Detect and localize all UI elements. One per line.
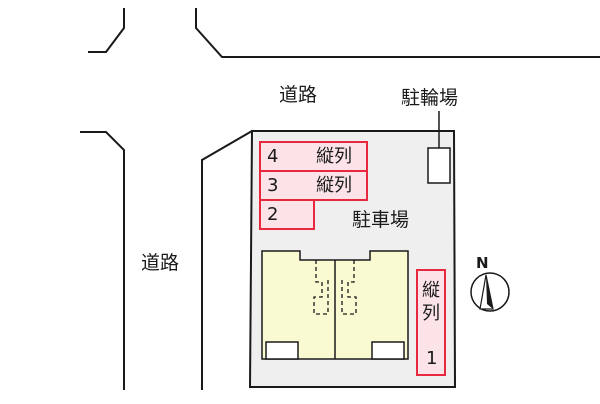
north-arrow-icon — [470, 272, 510, 312]
parking-slot-4-text: 縦列 — [316, 146, 352, 167]
parking-label: 駐車場 — [352, 209, 410, 231]
parking-slot-2-number: 2 — [267, 204, 279, 225]
building-porch-left — [265, 341, 299, 360]
building-stair-left — [313, 260, 329, 315]
north-label: N — [476, 254, 489, 272]
parking-slot-3-text: 縦列 — [316, 175, 352, 196]
parking-slot-3-number: 3 — [267, 175, 279, 196]
parking-slot-1-number: 1 — [426, 348, 438, 369]
parking-slot-3 — [259, 170, 368, 201]
bicycle-parking-label: 駐輪場 — [401, 87, 459, 109]
bicycle-parking-box — [427, 147, 451, 184]
road-edge-top-right — [195, 8, 600, 58]
road-edge-left — [80, 131, 125, 390]
building-stair-right — [341, 260, 357, 315]
building-porch-right — [371, 341, 405, 360]
road-edge-top-left — [88, 8, 125, 53]
parking-slot-1 — [416, 269, 446, 376]
parking-slot-2 — [259, 199, 315, 230]
parking-slot-4-number: 4 — [267, 146, 279, 167]
parking-slot-4 — [259, 141, 368, 172]
road-label-top: 道路 — [279, 84, 318, 106]
road-edge-lot-side — [201, 130, 253, 390]
parking-slot-1-text: 縦列 — [422, 280, 440, 324]
road-label-left: 道路 — [141, 252, 180, 274]
